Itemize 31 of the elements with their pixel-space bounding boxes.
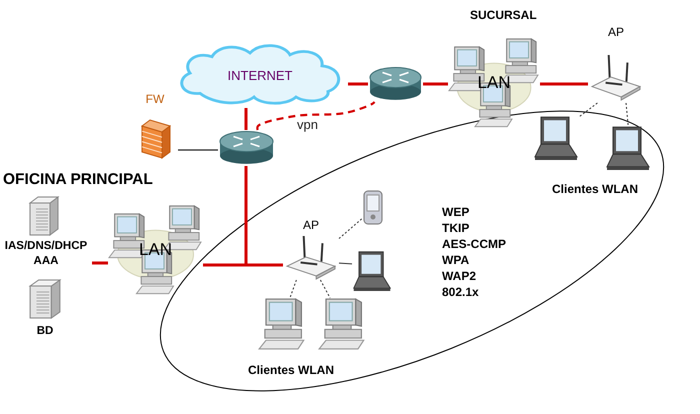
list-item: WPA [442,253,470,267]
connector-line [289,280,297,298]
list-item: 802.1x [442,285,479,299]
node-label: BD [36,325,54,337]
connector-line [338,262,352,264]
connector-line [540,82,588,86]
node-label: IAS/DNS/DHCP AAA [4,240,88,267]
connector-line [626,102,629,126]
list-item: WEP [442,205,470,219]
node-label: FW [146,92,164,106]
node-label: AP [302,218,319,232]
connector-line [320,280,331,298]
node-label: AP [608,25,624,39]
connector-line [423,82,448,86]
list-item: WAP2 [442,269,476,283]
node-label: INTERNET [228,68,292,83]
connector-line [348,82,368,86]
node-label: LAN [138,240,172,259]
group-caption: Clientes WLAN [248,363,334,377]
list-item: AES-CCMP [442,237,506,251]
connector-line [578,102,598,118]
group-caption: Clientes WLAN [552,182,638,196]
connector-line [338,218,362,240]
section-heading: SUCURSAL [470,8,537,22]
section-heading: OFICINA PRINCIPAL [3,171,153,189]
connector-line [244,166,283,266]
list-item: TKIP [442,221,470,235]
connector-line [92,262,108,264]
connector-line [256,101,376,130]
connector-line [244,108,248,130]
node-label: LAN [477,73,511,92]
